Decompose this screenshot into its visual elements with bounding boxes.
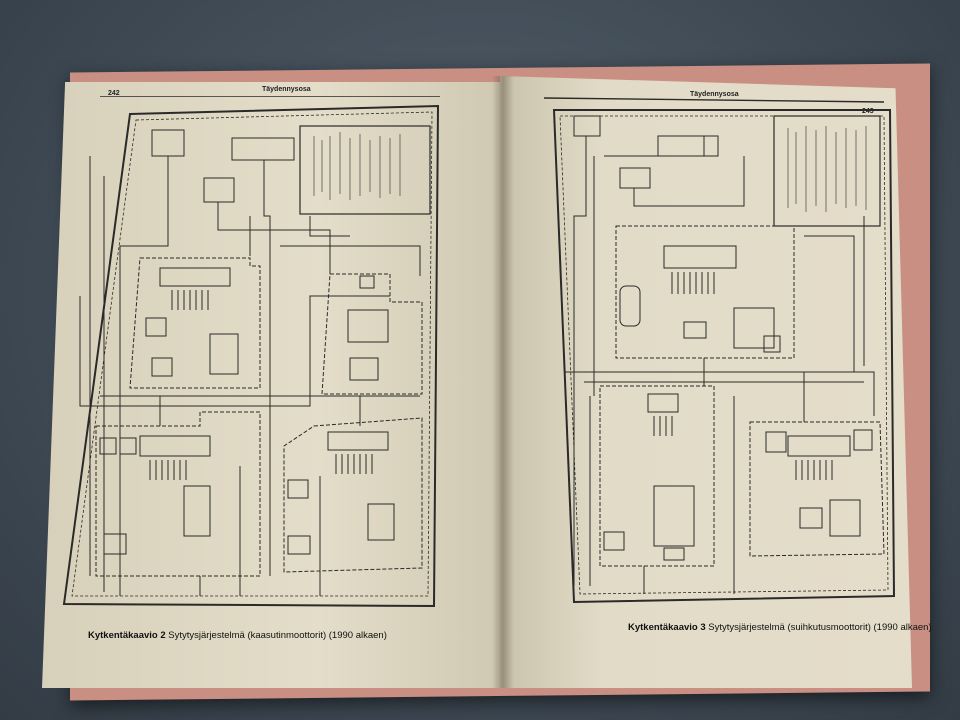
left-caption-text: Sytytysjärjestelmä (kaasutinmoottorit) (…: [168, 630, 387, 641]
left-caption-label: Kytkentäkaavio 2: [88, 630, 166, 641]
right-caption-text: Sytytysjärjestelmä (suihkutusmoottorit) …: [708, 622, 932, 633]
right-wiring-diagram: [544, 97, 896, 604]
left-diagram-caption: Kytkentäkaavio 2 Sytytysjärjestelmä (kaa…: [88, 630, 387, 641]
right-caption-label: Kytkentäkaavio 3: [628, 622, 706, 633]
right-page-header: Täydennysosa: [690, 91, 739, 98]
left-page-number: 242: [108, 90, 120, 97]
book-gutter: [492, 76, 514, 688]
left-page-header: Täydennysosa: [262, 86, 311, 93]
right-diagram-caption: Kytkentäkaavio 3 Sytytysjärjestelmä (sui…: [628, 622, 932, 633]
right-page-number: 243: [862, 108, 874, 115]
left-wiring-diagram: [62, 96, 440, 608]
left-page: [42, 82, 504, 688]
